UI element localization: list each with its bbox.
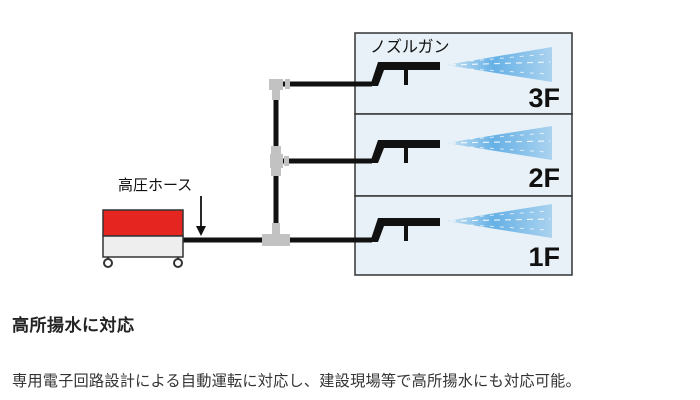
building bbox=[354, 32, 573, 276]
nozzle-gun-3f bbox=[370, 62, 440, 86]
nozzle-gun-2f bbox=[370, 140, 440, 163]
junction-2f bbox=[270, 154, 283, 168]
nozzle-label: ノズルガン bbox=[370, 37, 450, 56]
section-description: 専用電子回路設計による自動運転に対応し、建設現場等で高所揚水にも対応可能。 bbox=[12, 372, 581, 390]
water-spray-1f bbox=[446, 204, 552, 238]
junction-1f bbox=[262, 234, 290, 246]
section-heading: 高所揚水に対応 bbox=[12, 316, 135, 336]
pump-unit bbox=[102, 209, 184, 268]
high-lift-diagram: 高圧ホース ノズルガン 3F 2F 1F bbox=[102, 32, 573, 276]
nozzle-gun-1f bbox=[370, 218, 440, 242]
hose-label: 高圧ホース bbox=[118, 176, 192, 194]
floor-label-3f: 3F bbox=[528, 83, 560, 113]
water-spray-2f bbox=[446, 126, 552, 160]
pump-unit-body bbox=[102, 235, 184, 258]
junction-3f bbox=[269, 79, 283, 90]
hose-arrow-icon bbox=[196, 196, 206, 236]
water-spray-3f bbox=[446, 47, 552, 82]
pump-wheel-right bbox=[173, 258, 183, 268]
junction-fittings bbox=[262, 79, 290, 246]
pump-wheel-left bbox=[103, 258, 113, 268]
pump-unit-top bbox=[102, 209, 184, 237]
floor-label-2f: 2F bbox=[528, 163, 560, 193]
floor-label-1f: 1F bbox=[528, 242, 560, 272]
